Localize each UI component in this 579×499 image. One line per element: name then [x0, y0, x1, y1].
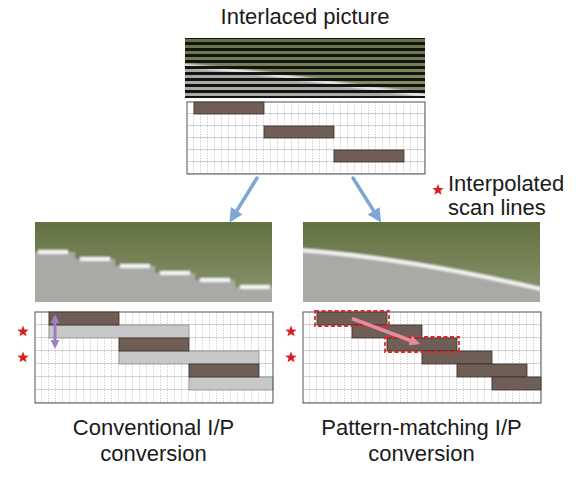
pattern-matching-result-photo	[303, 222, 540, 302]
star-marker	[17, 326, 28, 337]
interlaced-photo	[185, 38, 425, 98]
vertical-interpolation-arrow	[54, 317, 57, 346]
star-marker	[432, 184, 443, 195]
flow-arrow	[232, 178, 257, 219]
panel: Conventional I/P conversion	[35, 222, 272, 471]
pattern-match-arrow	[352, 319, 417, 344]
panel-caption: Conventional I/P conversion	[35, 415, 272, 467]
pixel-grid	[187, 102, 425, 174]
annotation-label: Interpolated scan lines	[448, 172, 574, 220]
flow-arrow	[353, 178, 379, 219]
panel-caption: Pattern-matching I/P conversion	[303, 415, 540, 467]
panel: Pattern-matching I/P conversion	[303, 222, 540, 471]
match-box	[385, 337, 459, 352]
panel: Interlaced picture	[185, 4, 425, 176]
star-marker	[285, 326, 296, 337]
pixel-grid	[303, 311, 541, 403]
star-marker	[17, 352, 28, 363]
conventional-result-photo	[35, 222, 272, 302]
panel-caption: Interlaced picture	[185, 4, 425, 30]
pixel-grid	[35, 312, 273, 403]
star-marker	[285, 352, 296, 363]
